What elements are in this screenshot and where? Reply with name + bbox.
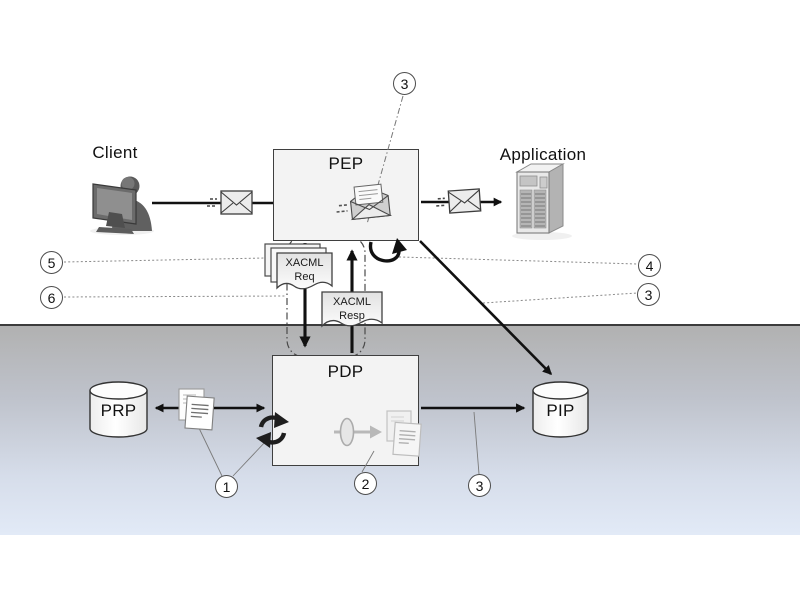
application-server-icon bbox=[512, 163, 572, 240]
xacml-response-line1: XACML bbox=[333, 296, 371, 308]
loopback-arrow-icon bbox=[368, 238, 407, 263]
client-workstation-icon bbox=[90, 176, 154, 235]
callout3-right-leader-line bbox=[482, 292, 638, 304]
callout-1-bottom: 1 bbox=[215, 475, 238, 498]
pdp-label: PDP bbox=[327, 362, 364, 381]
callout6-leader-line bbox=[63, 295, 287, 298]
xacml-response-doc-label: XACML Resp bbox=[324, 295, 380, 323]
callout-5-left: 5 bbox=[40, 251, 63, 274]
application-label: Application bbox=[499, 145, 587, 164]
callout5-leader-line bbox=[63, 257, 267, 263]
pip-label: PIP bbox=[546, 401, 575, 420]
xacml-request-doc-label: XACML Req bbox=[279, 256, 330, 284]
client-label: Client bbox=[92, 143, 138, 162]
pep-label: PEP bbox=[328, 154, 364, 173]
xacml-request-line2: Req bbox=[294, 271, 315, 283]
callout-3-top: 3 bbox=[393, 72, 416, 95]
xacml-response-line2: Resp bbox=[339, 310, 365, 322]
callout4-leader-line bbox=[398, 256, 639, 265]
xacml-request-line1: XACML bbox=[285, 257, 324, 269]
callout-3-right: 3 bbox=[637, 283, 660, 306]
callout-4-right: 4 bbox=[638, 254, 661, 277]
prp-label: PRP bbox=[100, 401, 137, 420]
callout-2-bottom: 2 bbox=[354, 472, 377, 495]
callout-6-left: 6 bbox=[40, 286, 63, 309]
request-envelope-icon bbox=[207, 190, 253, 215]
callout-3-bottom: 3 bbox=[468, 474, 491, 497]
response-envelope-icon bbox=[436, 188, 482, 214]
